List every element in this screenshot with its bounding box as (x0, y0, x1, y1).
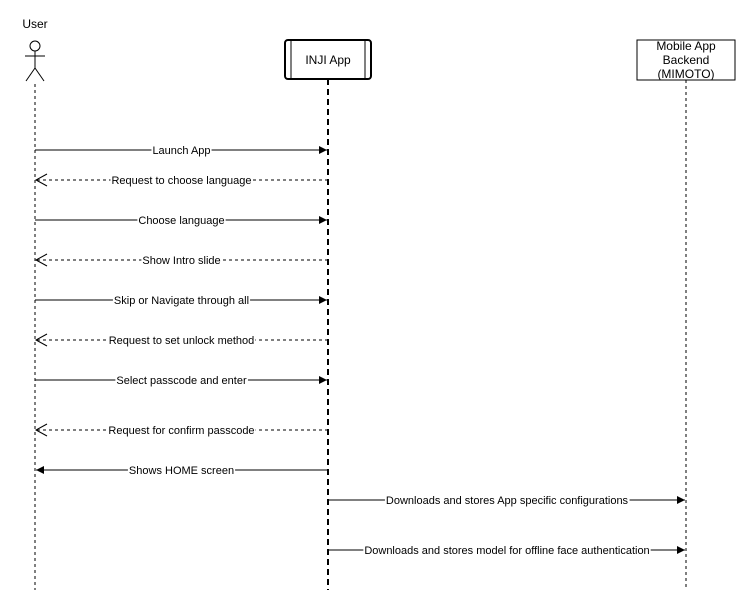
open-arrowhead-icon (34, 253, 48, 267)
message-label-background (107, 335, 256, 347)
stick-figure-icon (25, 40, 45, 82)
message-4: Show Intro slide (34, 253, 328, 267)
message-label-background (107, 425, 256, 437)
message-label: Skip or Navigate through all (114, 295, 249, 307)
message-label-background (137, 215, 226, 227)
message-9: Shows HOME screen (36, 465, 328, 477)
message-label-background (112, 295, 251, 307)
message-label: Shows HOME screen (129, 465, 234, 477)
message-label: Launch App (152, 145, 210, 157)
inji-app-label: INJI App (305, 53, 351, 67)
message-label: Downloads and stores App specific config… (386, 495, 629, 507)
message-2: Request to choose language (34, 173, 328, 187)
message-label: Show Intro slide (142, 255, 220, 267)
message-8: Request for confirm passcode (34, 423, 328, 437)
message-10: Downloads and stores App specific config… (328, 495, 685, 507)
message-label-background (151, 145, 212, 157)
message-3: Choose language (35, 215, 327, 227)
message-label: Request to set unlock method (109, 335, 255, 347)
message-label: Request to choose language (111, 175, 251, 187)
message-1: Launch App (35, 145, 327, 157)
message-label: Select passcode and enter (116, 375, 247, 387)
message-label: Request for confirm passcode (108, 425, 254, 437)
message-label: Downloads and stores model for offline f… (364, 545, 649, 557)
inji-app-participant: INJI App (284, 39, 372, 80)
open-arrowhead-icon (34, 423, 48, 437)
message-label-background (384, 495, 630, 507)
message-7: Select passcode and enter (35, 375, 327, 387)
open-arrowhead-icon (34, 333, 48, 347)
message-label-background (141, 255, 222, 267)
user-actor: User (22, 17, 48, 82)
message-11: Downloads and stores model for offline f… (328, 545, 685, 557)
message-label-background (110, 175, 253, 187)
open-arrowhead-icon (34, 173, 48, 187)
backend-label-line-2: Backend (663, 53, 710, 67)
backend-participant: Mobile App Backend (MIMOTO) (636, 39, 736, 81)
message-label-background (115, 375, 248, 387)
backend-label-line-1: Mobile App (656, 39, 716, 53)
message-5: Skip or Navigate through all (35, 295, 327, 307)
message-label-background (363, 545, 651, 557)
backend-box (636, 39, 736, 81)
message-label: Choose language (138, 215, 224, 227)
message-label-background (127, 465, 236, 477)
user-actor-label: User (22, 17, 47, 31)
message-6: Request to set unlock method (34, 333, 328, 347)
backend-label-line-3: (MIMOTO) (657, 67, 714, 81)
